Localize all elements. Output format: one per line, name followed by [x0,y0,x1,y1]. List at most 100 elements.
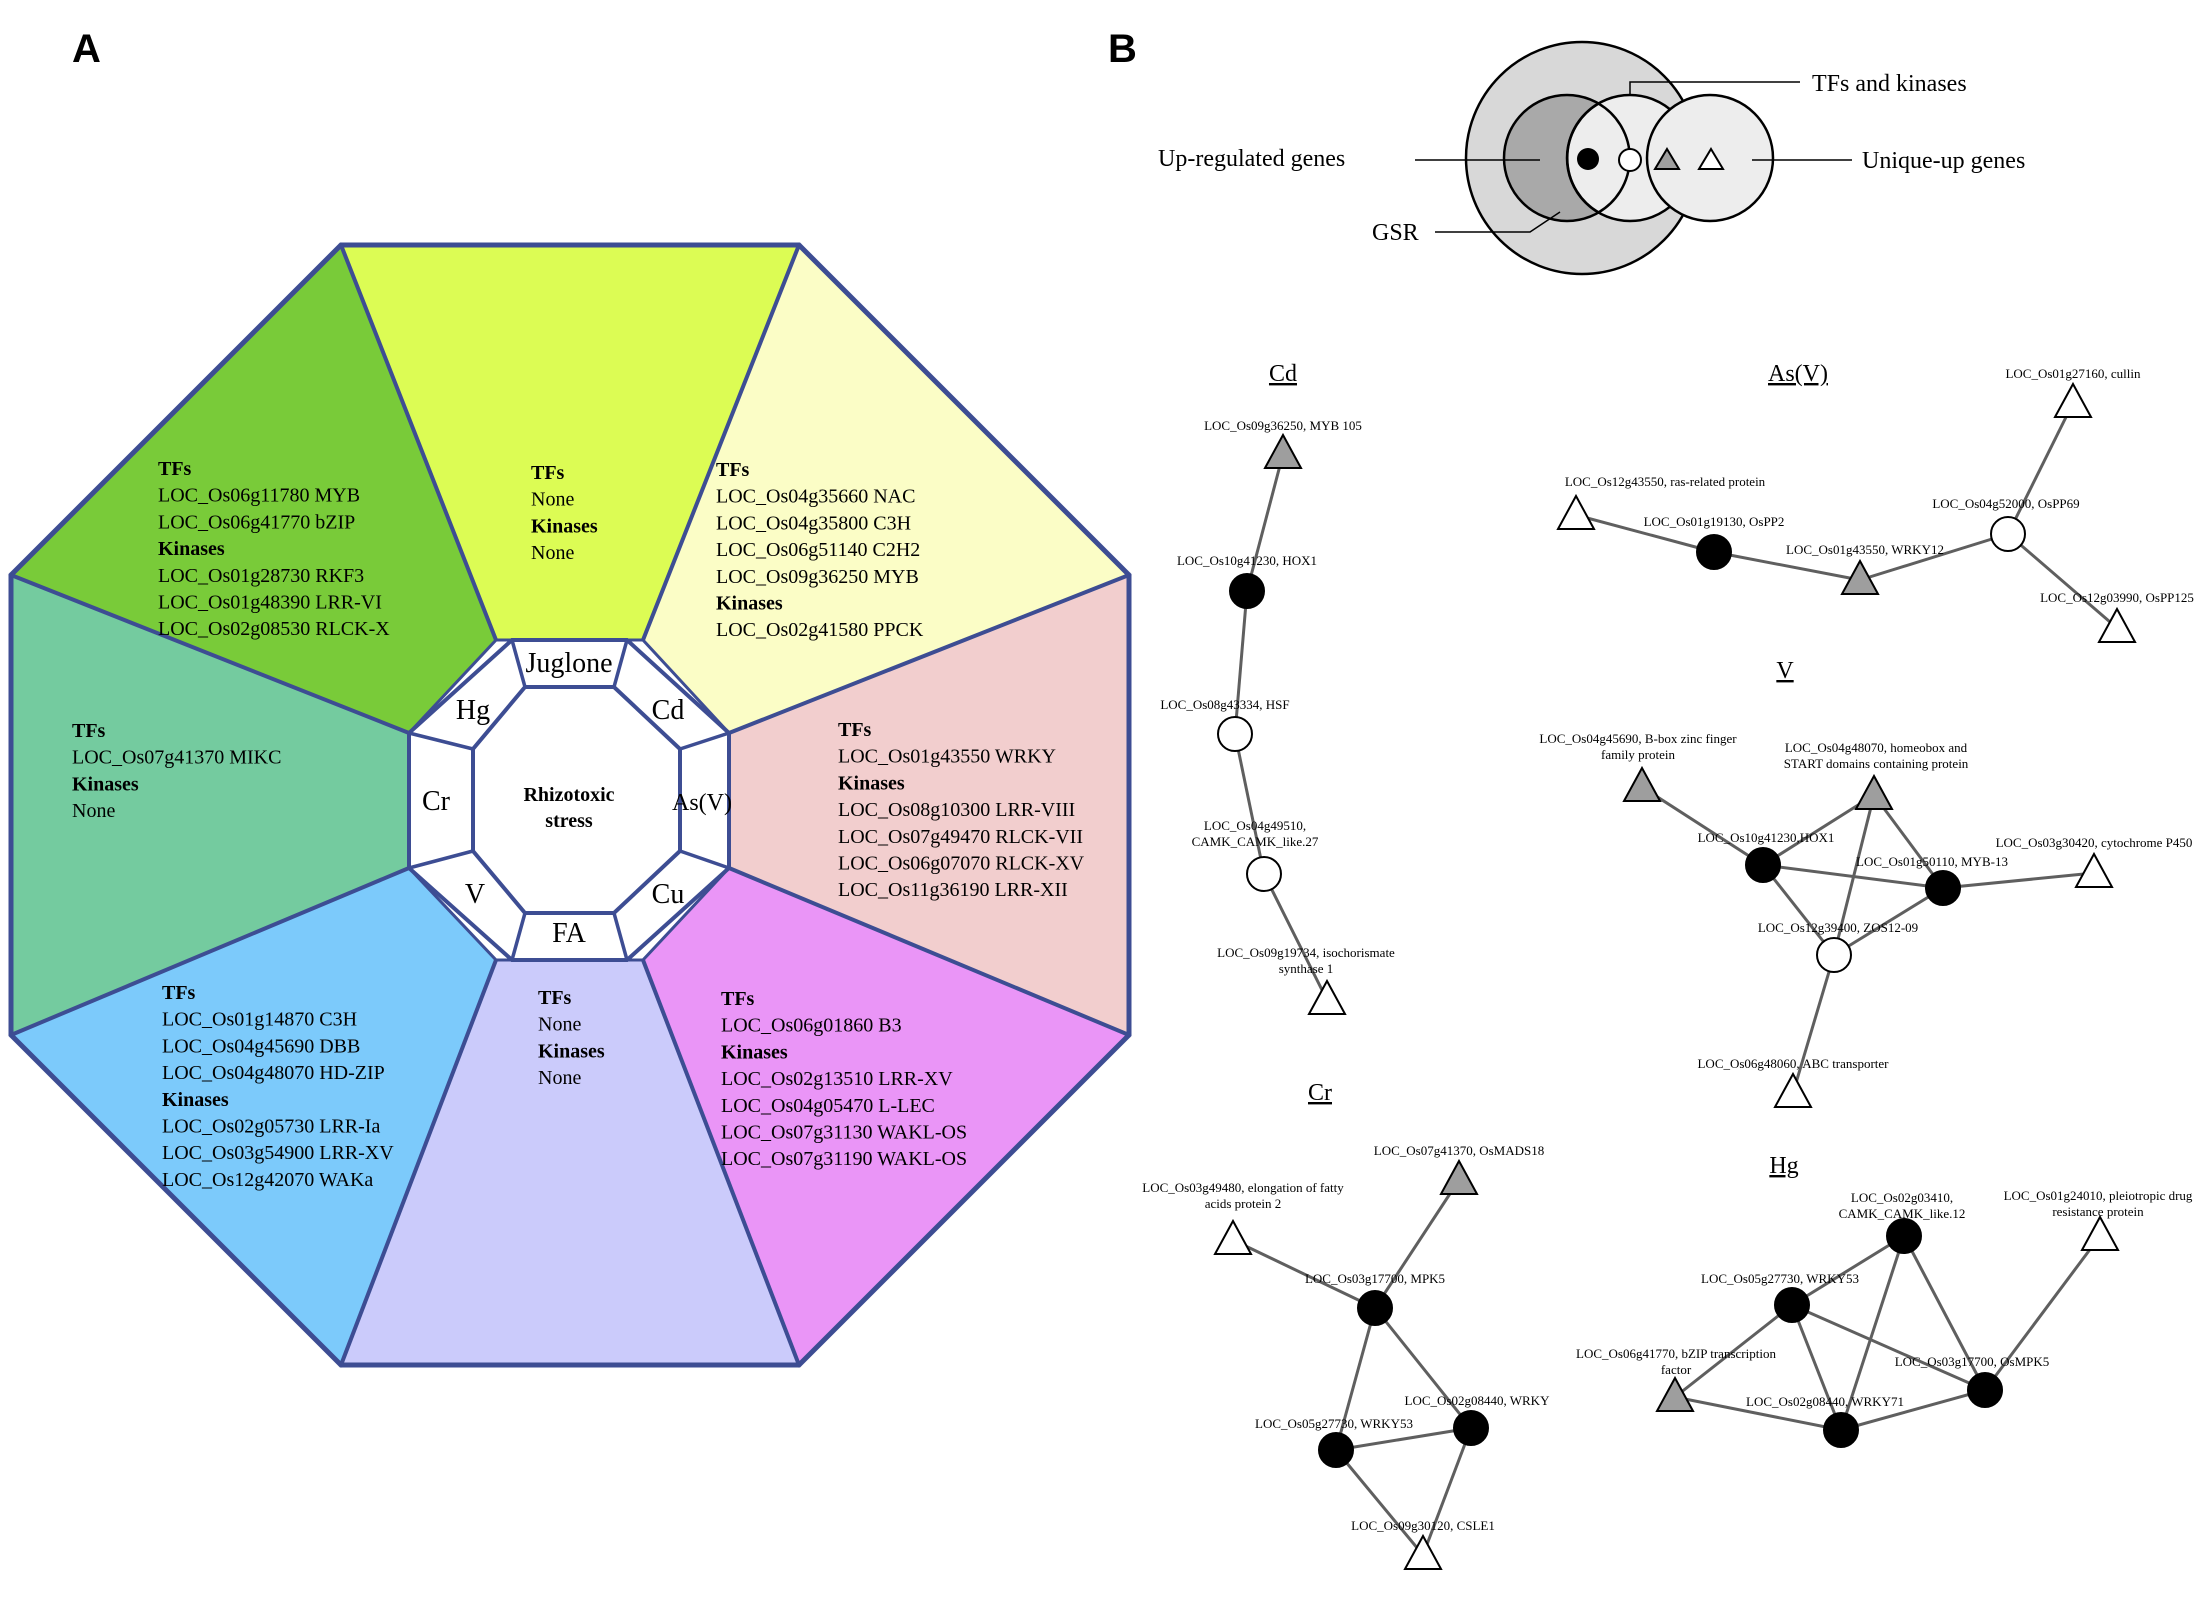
node-label: LOC_Os03g30420, cytochrome P450 [1996,835,2193,850]
gene-list-item: LOC_Os02g41580 PPCK [716,619,924,641]
gene-list-item: LOC_Os11g36190 LRR-XII [838,879,1068,901]
gene-list-item: None [531,489,574,511]
gene-list-item: LOC_Os02g13510 LRR-XV [721,1068,953,1090]
network-edge [2007,532,2118,630]
node-label: LOC_Os01g27160, cullin [2005,366,2141,381]
gene-list-heading: Kinases [538,1040,605,1062]
network-edge [1983,1235,2102,1391]
gsr-overlap [1566,102,1631,214]
unique-up-node [2097,606,2137,643]
unique-up-node [1307,978,1347,1015]
node-label: family protein [1601,747,1676,762]
tf-kinase-node [1246,856,1282,892]
tf-kinase-node [1816,937,1852,973]
ring-divider [679,849,730,870]
stress-label-cd: Cd [652,695,685,726]
divider-line [728,573,1130,735]
node-label: LOC_Os02g03410, [1851,1190,1953,1205]
gene-list-item: None [538,1067,581,1089]
network-edge [1833,886,1944,957]
divider-line [10,573,410,735]
network-edge [1872,794,1945,889]
node-label: synthase 1 [1279,961,1334,976]
tf-kinase-gsr-node [1774,1287,1810,1323]
gene-list-item: LOC_Os01g14870 C3H [162,1009,357,1031]
node-label: LOC_Os01g24010, pleiotropic drug [2004,1188,2193,1203]
network-edge [1839,1235,1906,1431]
leader-gsr [1435,211,1561,233]
divider-line [641,959,801,1366]
unique-up-node [1773,1071,1813,1108]
network-as: LOC_Os12g43550, ras-related proteinLOC_O… [1556,366,2194,643]
legend-gsr: GSR [1372,220,1419,246]
node-label: CAMK_CAMK_like.27 [1192,834,1319,849]
gene-list-item: None [531,542,574,564]
node-label: CAMK_CAMK_like.12 [1839,1206,1966,1221]
gene-list-heading: TFs [531,462,565,484]
gene-list-item: LOC_Os04g35660 NAC [716,486,915,508]
unique-up-node [1213,1218,1253,1255]
tf-kinase-gsr-node [1318,1432,1354,1468]
tf-kinase-unique-node [1840,558,1880,595]
gene-list-item: LOC_Os03g54900 LRR-XV [162,1142,394,1164]
network-edge [1334,1449,1425,1556]
gene-list-heading: Kinases [162,1089,229,1111]
network-edge [1761,864,1836,956]
ring-divider [408,849,474,870]
tf-kinase-unique-node [1622,765,1662,802]
gene-list-item: LOC_Os06g51140 C2H2 [716,539,920,561]
node-label: LOC_Os07g41370, OsMADS18 [1374,1143,1544,1158]
network-edge [1262,873,1329,1001]
node-label: LOC_Os03g17700, MPK5 [1305,1271,1445,1286]
node-label: LOC_Os06g48060, ABC transporter [1697,1056,1889,1071]
node-label: LOC_Os09g19734, isochorismate [1217,945,1395,960]
gene-list-heading: Kinases [158,538,225,560]
stress-label-as: As(V) [672,790,732,816]
network-edge [1790,1304,1843,1431]
gene-list-item: LOC_Os07g49470 RLCK-VII [838,826,1083,848]
network-edge [1233,590,1249,735]
gene-list-item: LOC_Os02g08530 RLCK-X [158,618,390,640]
gene-list-item: LOC_Os07g31130 WAKL-OS [721,1122,967,1144]
gene-list-item: LOC_Os04g45690 DBB [162,1035,360,1057]
network-edge [1791,954,1836,1094]
node-label: LOC_Os03g49480, elongation of fatty [1142,1180,1344,1195]
network-cr: LOC_Os07g41370, OsMADS18LOC_Os03g49480, … [1142,1143,1551,1570]
network-edge [1791,1234,1905,1307]
center-label-line-2: stress [545,810,593,832]
node-label: LOC_Os12g03990, OsPP125 [2040,590,2194,605]
network-edge [1373,1307,1473,1429]
node-label: LOC_Os10g41230,HOX1 [1698,830,1835,845]
network-title-cd: Cd [1269,361,1297,387]
node-label: LOC_Os09g30120, CSLE1 [1351,1518,1495,1533]
legend-diagram [1415,40,1852,276]
center-label-line-1: Rhizotoxic [523,784,614,806]
gene-list-heading: TFs [716,459,750,481]
node-label: factor [1661,1362,1692,1377]
node-label: LOC_Os02g08440, WRKY71 [1746,1394,1904,1409]
network-title-hg: Hg [1769,1153,1798,1179]
node-label: resistance protein [2052,1204,2144,1219]
network-edge [1674,1303,1793,1399]
divider-line [641,244,801,641]
gene-list-item: LOC_Os01g48390 LRR-VI [158,592,382,614]
gene-list-item: LOC_Os02g05730 LRR-Ia [162,1116,380,1138]
node-label: LOC_Os02g08440, WRKY [1405,1393,1551,1408]
tf-kinase-unique-node [1854,773,1894,810]
stress-octagon [8,242,1132,1368]
node-label: LOC_Os01g50110, MYB-13 [1856,854,2008,869]
gene-list-item: LOC_Os04g05470 L-LEC [721,1095,935,1117]
node-label: LOC_Os08g43334, HSF [1160,697,1289,712]
network-title-as: As(V) [1768,361,1828,387]
network-edge [1575,513,1715,554]
network-edge [1762,793,1875,867]
node-label: LOC_Os12g43550, ras-related protein [1565,474,1766,489]
unique-up-node [2053,381,2093,418]
gene-list-item: LOC_Os06g01860 B3 [721,1015,902,1037]
network-title-cr: Cr [1308,1080,1332,1106]
gene-list-item: LOC_Os12g42070 WAKa [162,1169,373,1191]
stress-label-fa: FA [552,918,586,949]
divider-line [10,866,410,1037]
node-label: LOC_Os05g27730, WRKY53 [1701,1271,1859,1286]
